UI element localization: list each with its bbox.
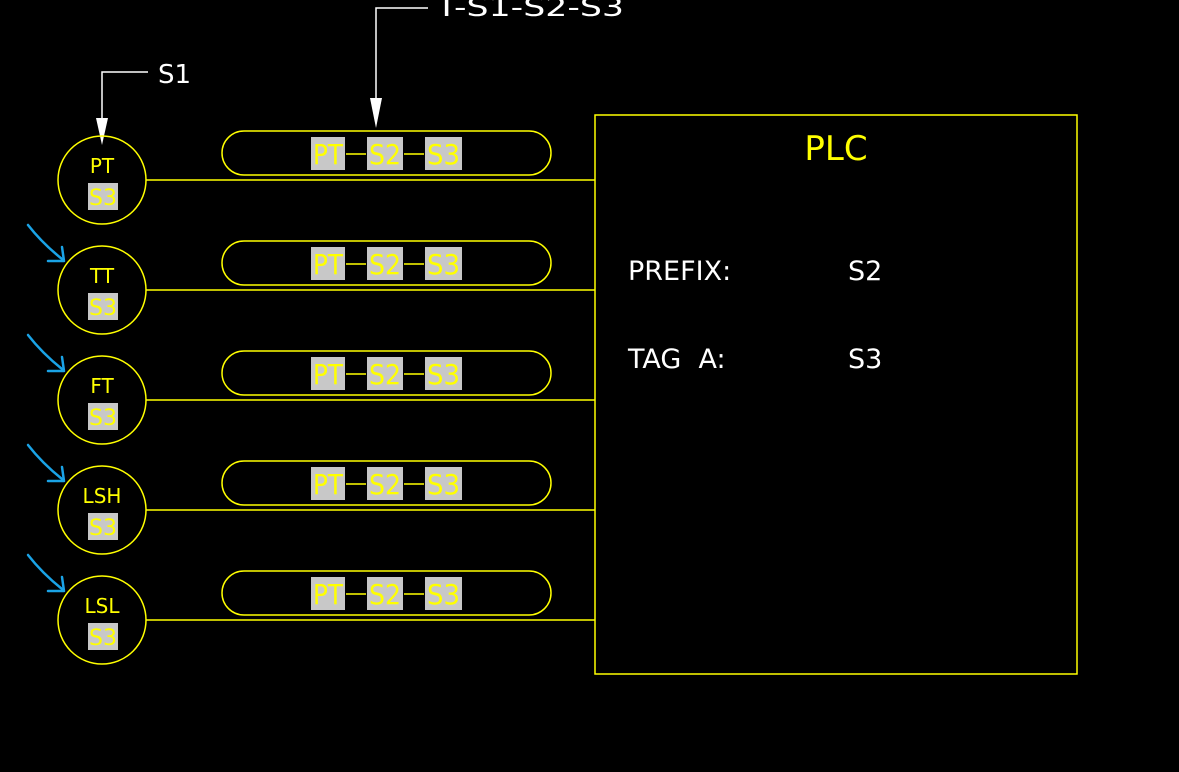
- annotation-arrow-icon: [26, 443, 64, 481]
- instrument-tag: PT: [90, 154, 115, 178]
- top-callout-text: T-S1-S2-S3: [435, 0, 624, 23]
- tag-part: S3: [427, 248, 460, 281]
- instrument-suffix-highlight: [88, 403, 118, 430]
- tag-label-pill[interactable]: [221, 240, 552, 286]
- instrument-bubble[interactable]: [57, 575, 147, 665]
- tag-part: PT: [313, 578, 344, 611]
- tag-part-highlight: [425, 137, 462, 170]
- tag-part: PT: [313, 248, 344, 281]
- tag-part: S3: [427, 358, 460, 391]
- instrument-suffix: S3: [89, 296, 117, 321]
- tag-part-highlight: [425, 467, 462, 500]
- tag-part-highlight: [367, 357, 403, 390]
- tag-label-pill[interactable]: [221, 350, 552, 396]
- tag-part: S2: [369, 138, 401, 171]
- tag-label-pill[interactable]: [221, 570, 552, 616]
- tag-part: S2: [369, 248, 401, 281]
- annotation-arrowhead-icon: [46, 465, 66, 483]
- instrument-tag: LSL: [85, 594, 121, 618]
- tag-part-highlight: [367, 467, 403, 500]
- plc-tag-a-label: TAG A:: [627, 344, 726, 375]
- instrument-tag: FT: [90, 374, 114, 398]
- instrument-suffix: S3: [89, 516, 117, 541]
- tag-part-highlight: [367, 577, 403, 610]
- left-callout-leader: [101, 71, 148, 118]
- instrument-tag: TT: [89, 264, 115, 288]
- tag-part-highlight: [425, 247, 462, 280]
- annotation-arrowhead-icon: [46, 355, 66, 373]
- plc-block: PLC PREFIX: S2 TAG A: S3: [594, 114, 1078, 675]
- instrument-bubble[interactable]: [57, 355, 147, 445]
- tag-part-highlight: [367, 137, 403, 170]
- annotation-arrow-icon: [26, 333, 64, 371]
- instrument-bubble[interactable]: [57, 465, 147, 555]
- plc-prefix-value: S2: [848, 256, 882, 287]
- tag-part: S3: [427, 468, 460, 501]
- tag-part-highlight: [311, 247, 345, 280]
- tag-part: S2: [369, 578, 401, 611]
- tag-part-highlight: [367, 247, 403, 280]
- instrument-suffix-highlight: [88, 623, 118, 650]
- tag-part-highlight: [425, 357, 462, 390]
- top-callout-leader: [375, 7, 428, 98]
- tag-part: PT: [313, 358, 344, 391]
- instrument-suffix-highlight: [88, 293, 118, 320]
- tag-part: S2: [369, 468, 401, 501]
- tag-part-highlight: [311, 577, 345, 610]
- annotation-arrowhead-icon: [46, 575, 66, 593]
- annotation-arrowhead-icon: [46, 245, 66, 263]
- annotation-arrow-icon: [26, 223, 64, 261]
- tag-part: PT: [313, 138, 344, 171]
- instrument-bubble[interactable]: [57, 135, 147, 225]
- tag-part: S3: [427, 578, 460, 611]
- instrument-tag: LSH: [83, 484, 122, 508]
- instrument-suffix-highlight: [88, 513, 118, 540]
- tag-part: S2: [369, 358, 401, 391]
- left-callout-text: S1: [158, 60, 191, 90]
- instrument-suffix: S3: [89, 406, 117, 431]
- plc-title: PLC: [804, 129, 867, 169]
- top-callout: T-S1-S2-S3: [370, 0, 624, 128]
- tag-part-highlight: [311, 137, 345, 170]
- left-callout: S1: [96, 60, 191, 145]
- instrument-suffix: S3: [89, 626, 117, 651]
- tag-part-highlight: [311, 357, 345, 390]
- tag-part-highlight: [425, 577, 462, 610]
- tag-label-pill[interactable]: [221, 460, 552, 506]
- plc-box: [594, 114, 1078, 675]
- plc-tag-a-value: S3: [848, 344, 882, 375]
- plc-prefix-label: PREFIX:: [628, 256, 731, 287]
- tag-part-highlight: [311, 467, 345, 500]
- left-callout-arrowhead: [96, 118, 108, 145]
- instrument-bubble[interactable]: [57, 245, 147, 335]
- tag-part: S3: [427, 138, 460, 171]
- top-callout-arrowhead: [370, 98, 382, 128]
- instrument-suffix: S3: [89, 186, 117, 211]
- annotation-arrow-icon: [26, 553, 64, 591]
- instrument-suffix-highlight: [88, 183, 118, 210]
- tag-part: PT: [313, 468, 344, 501]
- tag-label-pill[interactable]: [221, 130, 552, 176]
